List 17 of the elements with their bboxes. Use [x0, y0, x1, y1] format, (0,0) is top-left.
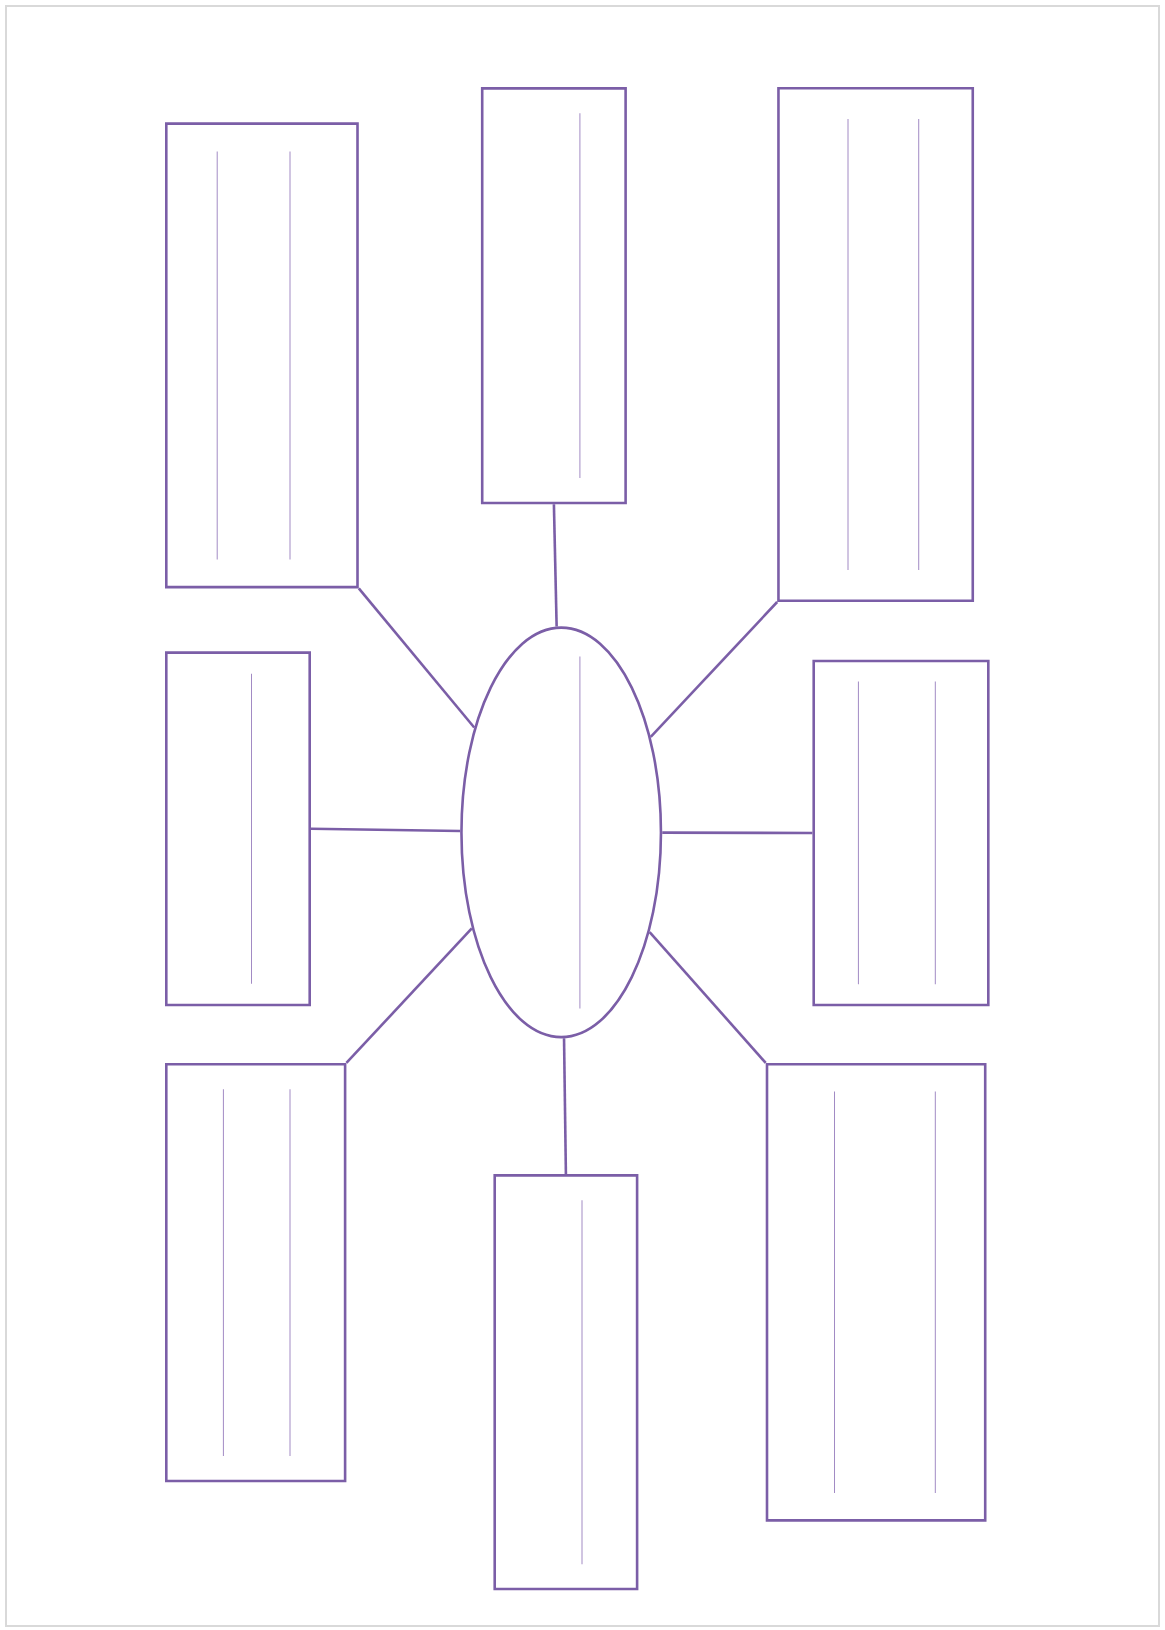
empty-box	[165, 651, 311, 1007]
empty-box	[165, 122, 359, 589]
connector-line	[662, 831, 813, 835]
connector-line	[649, 601, 779, 738]
connector-line	[648, 931, 767, 1064]
empty-box	[765, 1062, 987, 1522]
empty-box	[493, 1174, 639, 1591]
connector-line	[552, 504, 558, 627]
connector-line	[357, 587, 476, 729]
empty-box	[480, 87, 627, 505]
empty-box	[165, 1062, 347, 1483]
connector-line	[311, 827, 461, 833]
center-ellipse	[460, 626, 663, 1039]
empty-box	[812, 659, 990, 1007]
empty-box	[777, 87, 975, 602]
connector-line	[562, 1038, 568, 1175]
connector-line	[345, 927, 473, 1064]
